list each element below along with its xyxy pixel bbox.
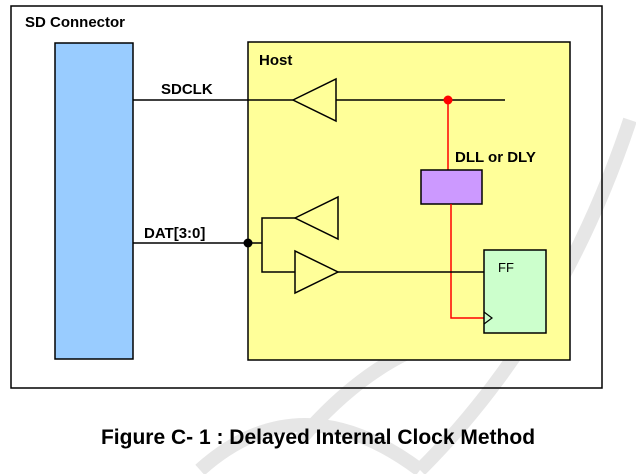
outer-frame	[10, 5, 603, 389]
dll-label: DLL or DLY	[455, 149, 536, 166]
ff-label: FF	[498, 260, 514, 275]
clock-input-icon	[483, 311, 493, 325]
sd-connector-title: SD Connector	[25, 14, 125, 31]
sd-connector-block	[54, 42, 134, 360]
dat-loop-wire	[261, 217, 295, 273]
dll-block	[420, 169, 483, 205]
dat-label: DAT[3:0]	[144, 225, 205, 242]
sdclk-label: SDCLK	[161, 81, 213, 98]
dat-output-buffer	[293, 195, 339, 241]
flip-flop-block	[483, 249, 547, 334]
clock-junction-dot	[443, 95, 453, 105]
dat-input-buffer	[294, 249, 340, 295]
delayed-clock-line	[450, 204, 484, 319]
figure-caption: Figure C- 1 : Delayed Internal Clock Met…	[100, 426, 536, 449]
host-label: Host	[259, 52, 292, 69]
